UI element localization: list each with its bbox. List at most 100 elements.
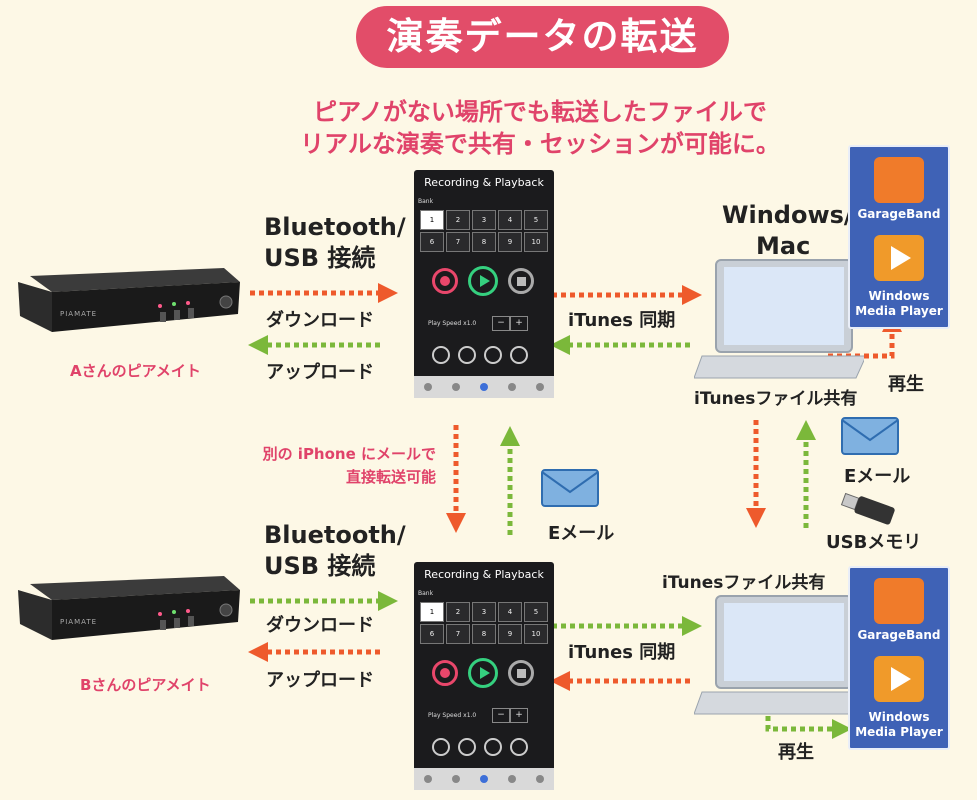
garageband-label: GarageBand bbox=[857, 207, 941, 221]
bank-button[interactable]: 3 bbox=[472, 602, 496, 622]
play-speed-value: x1.0 bbox=[463, 320, 477, 327]
mail-icon[interactable] bbox=[484, 346, 502, 364]
bank-grid: 1 2 3 4 5 6 7 8 9 10 bbox=[420, 210, 548, 252]
bank-button[interactable]: 3 bbox=[472, 210, 496, 230]
media-player-label-1: Windows bbox=[868, 710, 930, 724]
play-speed-text: Play Speed bbox=[428, 712, 462, 719]
stop-button[interactable] bbox=[508, 660, 534, 686]
bank-button[interactable]: 2 bbox=[446, 210, 470, 230]
owner-label-b: Bさんのピアメイト bbox=[80, 676, 211, 694]
bank-button[interactable]: 10 bbox=[524, 232, 548, 252]
phone-title: Recording & Playback bbox=[424, 176, 544, 189]
tab-item[interactable] bbox=[526, 768, 554, 790]
bank-button[interactable]: 7 bbox=[446, 624, 470, 644]
bank-button[interactable]: 8 bbox=[472, 624, 496, 644]
tab-item[interactable] bbox=[442, 768, 470, 790]
mail-icon[interactable] bbox=[484, 738, 502, 756]
media-player-label-2: Media Player bbox=[855, 725, 943, 739]
speed-minus-button[interactable]: − bbox=[492, 316, 510, 331]
trash-icon[interactable] bbox=[510, 738, 528, 756]
trash-icon[interactable] bbox=[510, 346, 528, 364]
download-label-bottom: ダウンロード bbox=[266, 615, 374, 636]
download-label-top: ダウンロード bbox=[266, 310, 374, 331]
subtitle-line-2: リアルな演奏で共有・セッションが可能に。 bbox=[300, 130, 780, 158]
garageband-label: GarageBand bbox=[857, 628, 941, 642]
piamate-device-b: PIAMATE bbox=[12, 570, 242, 650]
bank-button[interactable]: 10 bbox=[524, 624, 548, 644]
subtitle-line-1: ピアノがない場所でも転送したファイルで bbox=[313, 98, 767, 126]
bank-button[interactable]: 5 bbox=[524, 210, 548, 230]
phone-title: Recording & Playback bbox=[424, 568, 544, 581]
tab-item[interactable] bbox=[498, 768, 526, 790]
tab-item[interactable] bbox=[414, 376, 442, 398]
phone-receive-icon[interactable] bbox=[458, 346, 476, 364]
laptop-top bbox=[694, 259, 864, 379]
pc-label-1: Windows/ bbox=[722, 201, 853, 229]
bank-button[interactable]: 9 bbox=[498, 624, 522, 644]
title-banner bbox=[356, 6, 729, 68]
file-share-label-top: iTunesファイル共有 bbox=[694, 389, 858, 409]
bank-button[interactable]: 4 bbox=[498, 210, 522, 230]
bank-button[interactable]: 4 bbox=[498, 602, 522, 622]
play-button[interactable] bbox=[468, 658, 498, 688]
bank-button[interactable]: 2 bbox=[446, 602, 470, 622]
phone-screen-top: Recording & Playback Bank 1 2 3 4 5 6 7 … bbox=[414, 170, 554, 398]
pc-label-2: Mac bbox=[756, 232, 811, 260]
bank-label: Bank bbox=[418, 590, 434, 597]
play-speed-text: Play Speed bbox=[428, 320, 462, 327]
bank-button[interactable]: 7 bbox=[446, 232, 470, 252]
record-button[interactable] bbox=[432, 660, 458, 686]
record-button[interactable] bbox=[432, 268, 458, 294]
phone-screen-bottom: Recording & Playback Bank 1 2 3 4 5 6 7 … bbox=[414, 562, 554, 790]
bank-label: Bank bbox=[418, 198, 434, 205]
garageband-icon bbox=[874, 157, 924, 203]
media-player-icon bbox=[874, 656, 924, 702]
media-player-label-2: Media Player bbox=[855, 304, 943, 318]
connection-label-bottom-1: Bluetooth/ bbox=[264, 521, 406, 549]
phone-receive-icon[interactable] bbox=[458, 738, 476, 756]
usb-memory-icon bbox=[840, 492, 895, 525]
usb-memory-label: USBメモリ bbox=[826, 532, 922, 553]
upload-label-top: アップロード bbox=[266, 362, 374, 383]
note-line-2: 直接転送可能 bbox=[345, 468, 436, 486]
app-box-bottom: GarageBand Windows Media Player bbox=[848, 566, 950, 750]
email-label-right: Eメール bbox=[844, 466, 911, 487]
tab-item[interactable] bbox=[470, 376, 498, 398]
phone-transfer-icon[interactable] bbox=[432, 346, 450, 364]
tab-item[interactable] bbox=[442, 376, 470, 398]
bank-grid: 1 2 3 4 5 6 7 8 9 10 bbox=[420, 602, 548, 644]
speed-minus-button[interactable]: − bbox=[492, 708, 510, 723]
email-envelope-icon bbox=[541, 469, 599, 507]
speed-plus-button[interactable]: + bbox=[510, 708, 528, 723]
garageband-icon bbox=[874, 578, 924, 624]
play-label-top: 再生 bbox=[888, 374, 924, 395]
bank-button[interactable]: 6 bbox=[420, 624, 444, 644]
play-speed-value: x1.0 bbox=[463, 712, 477, 719]
bank-button[interactable]: 1 bbox=[420, 602, 444, 622]
connection-label-top-1: Bluetooth/ bbox=[264, 213, 406, 241]
tab-item[interactable] bbox=[526, 376, 554, 398]
tab-item[interactable] bbox=[414, 768, 442, 790]
bank-button[interactable]: 6 bbox=[420, 232, 444, 252]
itunes-sync-label-top: iTunes 同期 bbox=[568, 310, 676, 331]
play-speed-label: Play Speed x1.0 bbox=[428, 320, 476, 327]
bank-button[interactable]: 9 bbox=[498, 232, 522, 252]
bank-button[interactable]: 1 bbox=[420, 210, 444, 230]
play-label-bottom: 再生 bbox=[778, 742, 814, 763]
app-box-top: GarageBand Windows Media Player bbox=[848, 145, 950, 329]
bank-button[interactable]: 5 bbox=[524, 602, 548, 622]
tab-item[interactable] bbox=[470, 768, 498, 790]
bank-button[interactable]: 8 bbox=[472, 232, 496, 252]
laptop-bottom bbox=[694, 595, 864, 715]
media-player-icon bbox=[874, 235, 924, 281]
tab-item[interactable] bbox=[498, 376, 526, 398]
itunes-sync-label-bottom: iTunes 同期 bbox=[568, 642, 676, 663]
speed-plus-button[interactable]: + bbox=[510, 316, 528, 331]
phone-transfer-icon[interactable] bbox=[432, 738, 450, 756]
note-line-1: 別の iPhone にメールで bbox=[262, 445, 436, 463]
play-button[interactable] bbox=[468, 266, 498, 296]
play-speed-label: Play Speed x1.0 bbox=[428, 712, 476, 719]
upload-label-bottom: アップロード bbox=[266, 670, 374, 691]
stop-button[interactable] bbox=[508, 268, 534, 294]
